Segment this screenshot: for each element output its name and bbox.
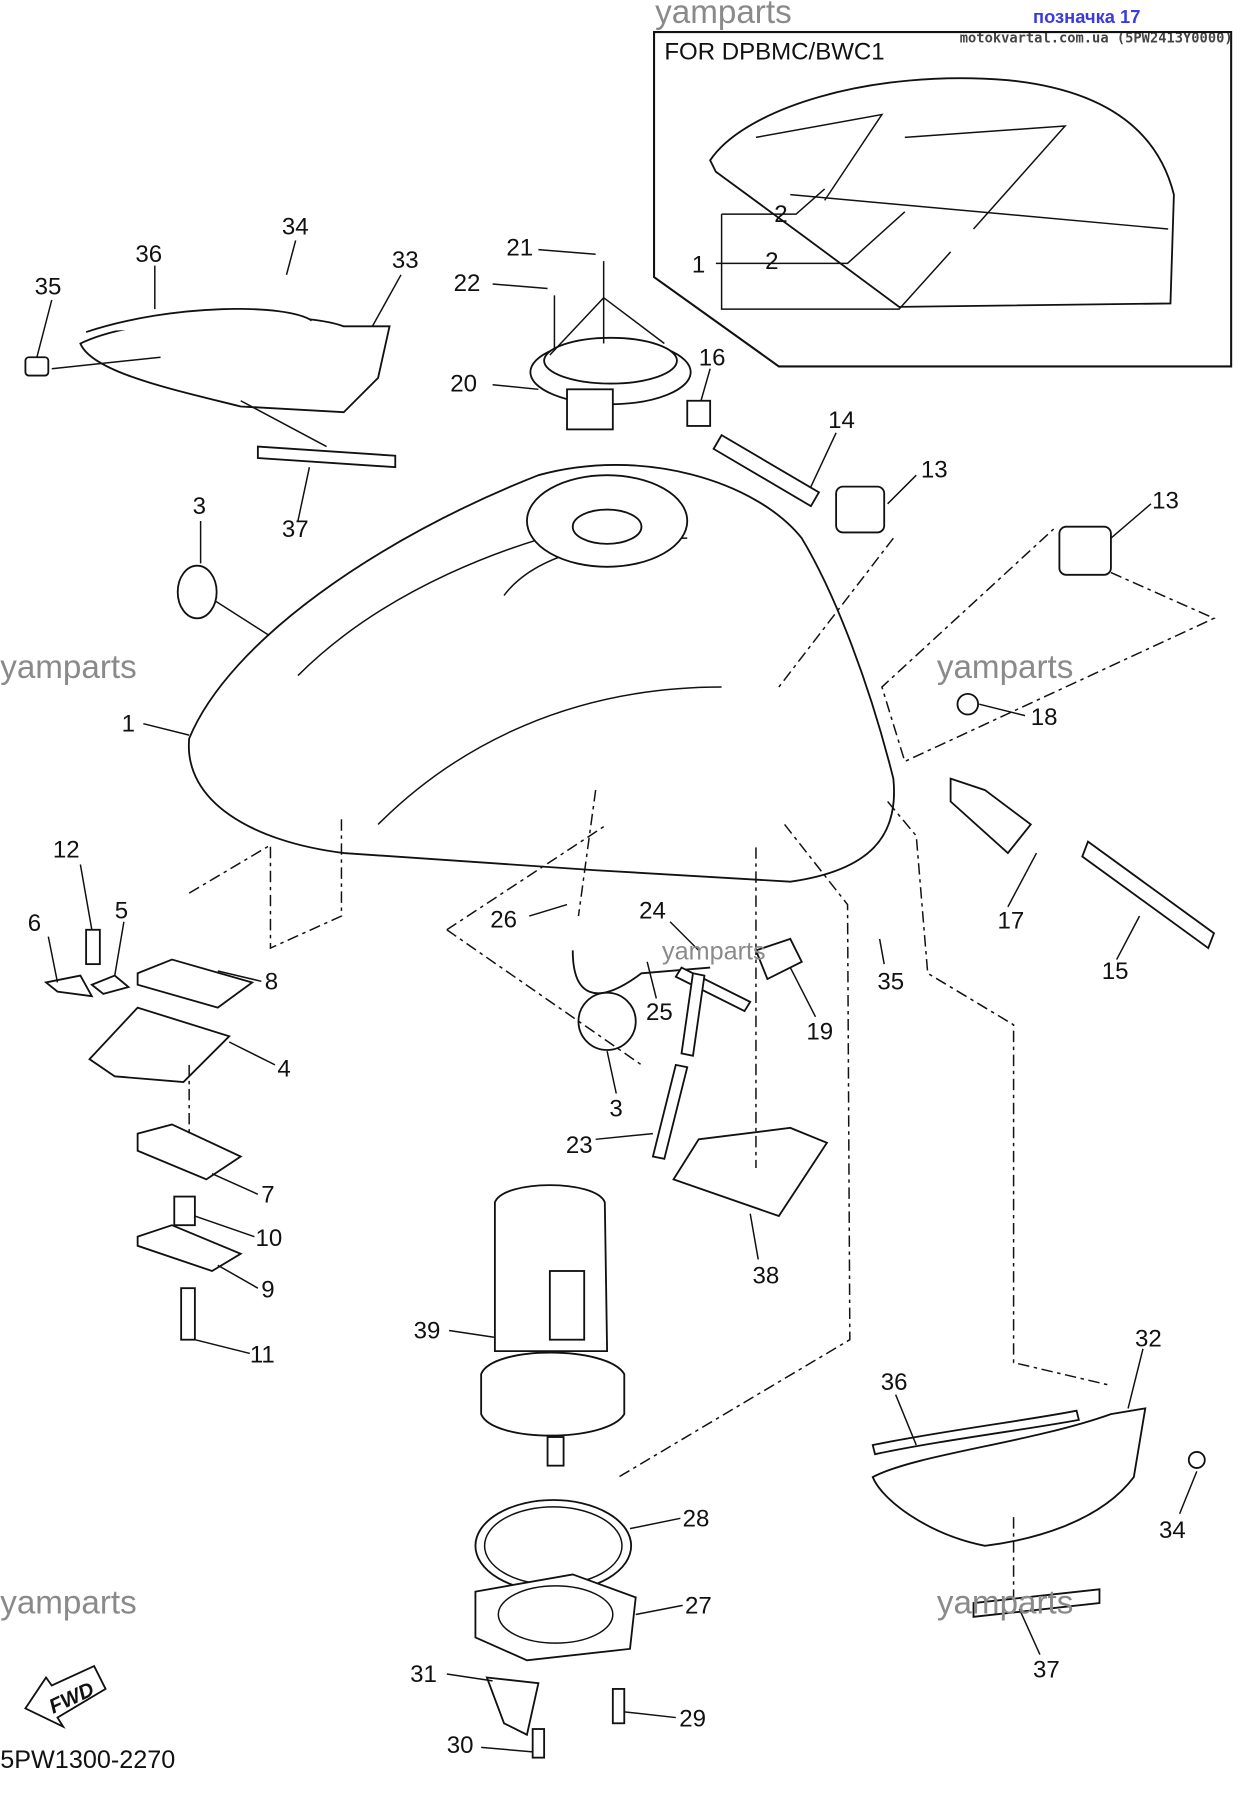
watermark: yamparts	[937, 1584, 1073, 1621]
callout-15: 15	[1102, 958, 1129, 985]
callout-29: 29	[679, 1706, 706, 1733]
side-cover-right	[871, 1407, 1206, 1618]
bracket-assembly	[43, 815, 343, 1341]
callout-19: 19	[806, 1019, 833, 1046]
callout-36: 36	[881, 1369, 908, 1396]
callout-20: 20	[450, 371, 477, 398]
callout-34: 34	[1159, 1517, 1186, 1544]
callout-36: 36	[135, 241, 162, 268]
bolt-18	[956, 692, 980, 716]
callout-26: 26	[490, 906, 517, 933]
callout-35: 35	[35, 273, 62, 300]
callout-17: 17	[998, 908, 1025, 935]
watermark: yamparts	[937, 649, 1073, 686]
callout-9: 9	[261, 1276, 274, 1303]
screw-30	[531, 1728, 546, 1759]
watermark: yamparts	[662, 938, 766, 966]
watermark: yamparts	[0, 1584, 136, 1621]
fuel-tank	[188, 464, 895, 883]
callout-7: 7	[261, 1181, 274, 1208]
bolt-15	[1081, 840, 1216, 950]
callout-37: 37	[1033, 1656, 1060, 1683]
relay-19	[754, 937, 803, 981]
callout-31: 31	[410, 1661, 437, 1688]
callout-33: 33	[392, 247, 419, 274]
fuel-pump	[480, 1184, 626, 1467]
callout-21: 21	[506, 234, 533, 261]
callout-13: 13	[921, 456, 948, 483]
watermarks: yamparts yamparts yamparts yamparts yamp…	[0, 0, 1073, 1621]
callout-2: 2	[765, 248, 778, 275]
fuel-cap	[529, 336, 692, 431]
callout-24: 24	[639, 897, 666, 924]
watermark: yamparts	[655, 0, 791, 31]
hose-14	[712, 433, 821, 508]
header-site: motokvartal.com.ua (5PW2413Y0000)	[960, 30, 1233, 46]
nut-16	[686, 399, 712, 427]
watermark: yamparts	[0, 649, 136, 686]
callout-3: 3	[609, 1095, 622, 1122]
callout-23: 23	[566, 1132, 593, 1159]
callouts: 34 36 33 35 21 22 20 16 14 13 13 3 37 1 …	[28, 214, 1186, 1759]
grommet-3	[176, 564, 218, 620]
callout-5: 5	[115, 897, 128, 924]
callout-25: 25	[646, 999, 673, 1026]
callout-22: 22	[454, 270, 481, 297]
damper-13	[835, 485, 886, 534]
callout-18: 18	[1031, 704, 1058, 731]
callout-14: 14	[828, 407, 855, 434]
callout-1: 1	[692, 252, 705, 279]
inset-panel: FOR DPBMC/BWC1 2 2 1	[653, 31, 1233, 368]
callout-39: 39	[414, 1318, 441, 1345]
callout-37: 37	[282, 516, 309, 543]
callout-11: 11	[250, 1342, 275, 1369]
plate-27	[474, 1573, 637, 1662]
callout-6: 6	[28, 910, 41, 937]
callout-28: 28	[683, 1505, 710, 1532]
callout-12: 12	[53, 837, 80, 864]
callout-16: 16	[699, 344, 726, 371]
bolt-29	[611, 1688, 626, 1725]
leader-lines	[36, 240, 1198, 1753]
callout-4: 4	[277, 1055, 290, 1082]
side-cover-left	[24, 307, 397, 469]
callout-1: 1	[122, 711, 135, 738]
hose	[680, 972, 706, 1057]
callout-27: 27	[685, 1592, 712, 1619]
damper-13	[1058, 525, 1112, 576]
header-label: позначка 17	[1033, 6, 1140, 27]
callout-38: 38	[753, 1263, 780, 1290]
callout-35: 35	[877, 968, 904, 995]
fwd-arrow-icon: FWD	[24, 1664, 107, 1729]
callout-30: 30	[447, 1732, 474, 1759]
callout-8: 8	[265, 968, 278, 995]
diagram-code: 5PW1300-2270	[0, 1746, 175, 1774]
inset-title: FOR DPBMC/BWC1	[664, 39, 884, 66]
callout-2: 2	[774, 201, 787, 228]
hose-23	[651, 1063, 689, 1160]
hose-25	[571, 950, 711, 995]
bracket-17	[949, 777, 1033, 855]
hose-24	[674, 966, 752, 1013]
callout-32: 32	[1135, 1326, 1162, 1353]
callout-34: 34	[282, 214, 309, 241]
callout-3: 3	[193, 493, 206, 520]
bracket-31	[485, 1676, 540, 1737]
callout-10: 10	[256, 1225, 283, 1252]
pad-38	[672, 1126, 829, 1218]
callout-13: 13	[1152, 487, 1179, 514]
